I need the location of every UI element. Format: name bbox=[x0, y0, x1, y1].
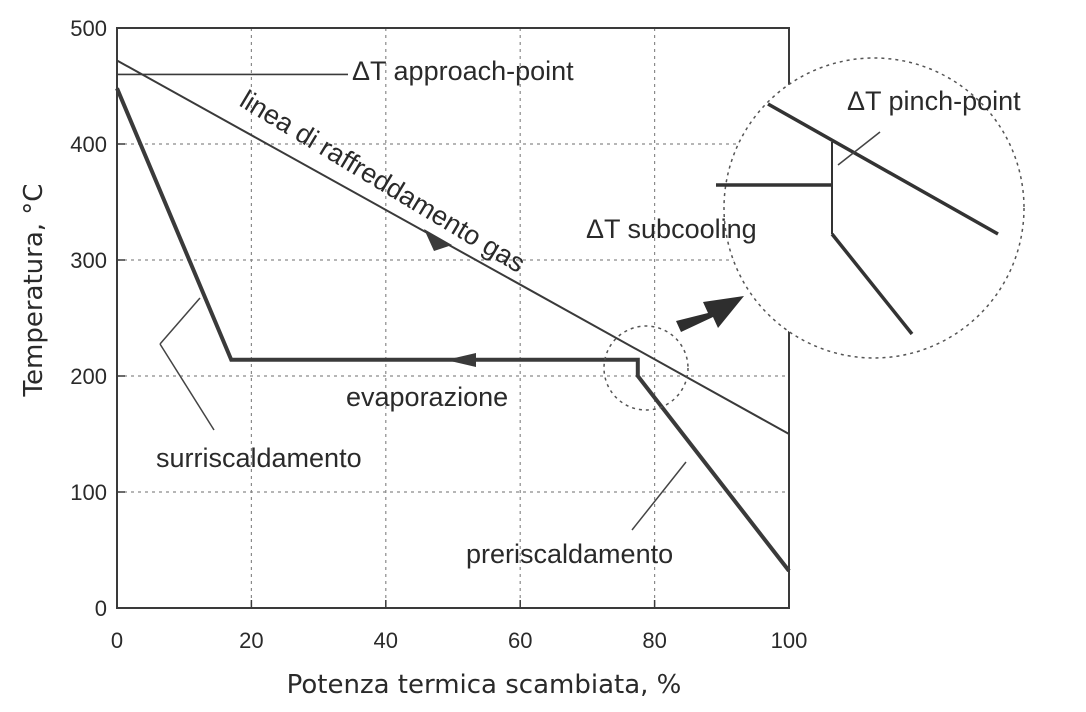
superheat-leader-2 bbox=[159, 343, 215, 431]
approach-label: ΔT approach-point bbox=[352, 56, 574, 86]
preheat-label: preriscaldamento bbox=[466, 539, 673, 569]
y-tick-label: 300 bbox=[70, 248, 107, 273]
y-tick-label: 500 bbox=[70, 16, 107, 41]
y-tick-label: 100 bbox=[70, 480, 107, 505]
pinch-region-circle bbox=[603, 325, 689, 411]
superheat-label: surriscaldamento bbox=[156, 443, 362, 473]
inset-gas-line bbox=[767, 102, 999, 236]
gas-line-label: linea di raffreddamento gas bbox=[235, 84, 531, 278]
x-tick-label: 100 bbox=[771, 628, 808, 653]
tick-labels: 0 20 40 60 80 100 0 100 200 300 400 500 bbox=[70, 16, 807, 653]
x-tick-label: 40 bbox=[374, 628, 398, 653]
x-axis-label: Potenza termica scambiata, % bbox=[287, 670, 682, 700]
y-tick-label: 0 bbox=[95, 596, 107, 621]
gas-cooling-line bbox=[116, 59, 790, 435]
x-tick-label: 80 bbox=[642, 628, 666, 653]
subcooling-label: ΔT subcooling bbox=[586, 214, 757, 244]
preheat-leader bbox=[631, 461, 687, 531]
inset-preheat-line bbox=[830, 232, 914, 336]
grid-lines bbox=[116, 27, 790, 609]
zoom-arrow bbox=[676, 296, 744, 332]
evaporation-label: evaporazione bbox=[346, 382, 508, 412]
y-tick-label: 400 bbox=[70, 132, 107, 157]
evaporation-direction-arrow bbox=[446, 353, 476, 367]
water-steam-line bbox=[115, 87, 791, 573]
superheat-leader-1 bbox=[159, 297, 201, 345]
x-tick-label: 0 bbox=[111, 628, 123, 653]
y-axis-label: Temperatura, °C bbox=[19, 184, 49, 398]
zoom-inset bbox=[716, 57, 1025, 359]
x-tick-label: 20 bbox=[239, 628, 263, 653]
inset-pinch-leader bbox=[837, 131, 881, 166]
gas-direction-arrow bbox=[424, 229, 452, 251]
pinch-label: ΔT pinch-point bbox=[847, 86, 1021, 116]
series-lines bbox=[115, 59, 791, 573]
x-tick-label: 60 bbox=[508, 628, 532, 653]
y-tick-label: 200 bbox=[70, 364, 107, 389]
zoom-inset-circle bbox=[723, 57, 1025, 359]
